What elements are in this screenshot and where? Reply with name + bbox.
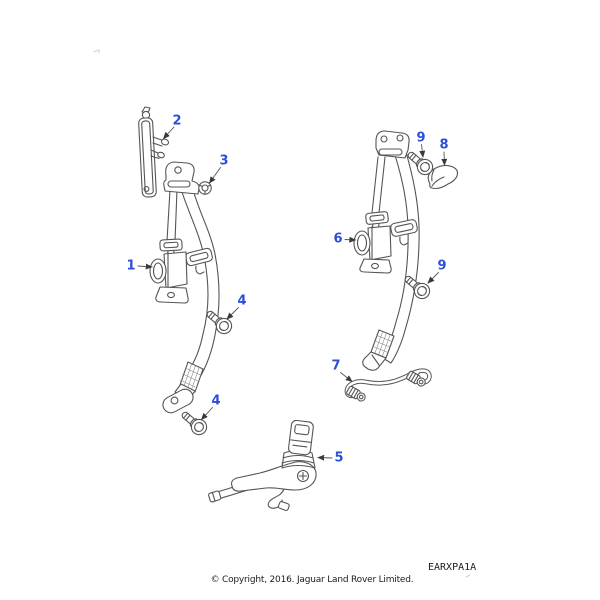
leader-line-2	[162, 126, 175, 140]
part-nut	[198, 181, 212, 195]
belt-webbing-right	[380, 151, 420, 364]
leader-line-9-upper	[419, 144, 426, 158]
part-retractor-right	[353, 225, 392, 274]
belt-strand-left	[166, 189, 178, 259]
callout-9-bolt-lower-right: 9	[437, 258, 447, 274]
callout-2-height-adjuster: 2	[172, 113, 182, 129]
belt-tip-right	[362, 351, 387, 371]
callout-4-bolt-upper-left: 4	[237, 293, 247, 309]
scan-artifact-bottomright	[465, 574, 471, 578]
copyright-text: © Copyright, 2016. Jaguar Land Rover Lim…	[210, 575, 414, 585]
leader-line-5	[317, 454, 333, 461]
leader-line-7	[340, 372, 353, 382]
callout-7-cable: 7	[331, 358, 341, 374]
buckle-screw	[296, 469, 310, 483]
sliding-loop-left	[185, 247, 213, 275]
callout-1-retractor-left: 1	[126, 258, 136, 274]
callout-8-cover: 8	[439, 137, 449, 153]
callout-3-nut: 3	[219, 153, 229, 169]
belt-tip-fold-line	[371, 354, 380, 366]
buckle-head	[288, 419, 314, 456]
belt-stitch-left	[179, 361, 204, 393]
scan-artifact-topleft	[93, 49, 100, 54]
drawing-code: EARXPA1A	[428, 562, 477, 573]
part-bolt-cover	[427, 164, 459, 190]
callout-9-bolt-upper-right: 9	[416, 130, 426, 146]
leader-line-8	[441, 151, 448, 166]
cable-end-fitting-left	[346, 385, 366, 402]
leader-line-9-lower	[427, 272, 439, 284]
shoulder-anchor-right	[375, 130, 410, 159]
leader-line-4-lower	[200, 407, 213, 421]
shoulder-anchor-left	[163, 161, 200, 195]
part-bolt-lower-left	[177, 407, 211, 439]
part-height-adjuster-rail	[138, 106, 170, 198]
callout-6-retractor-right: 6	[333, 231, 343, 247]
leader-line-3	[209, 167, 221, 184]
cable-end-fitting-right	[406, 370, 426, 387]
buckle-body	[231, 461, 317, 492]
belt-anchor-plate-left	[162, 383, 196, 414]
part-buckle-pretensioner	[208, 419, 317, 512]
callout-4-bolt-lower-left: 4	[211, 393, 221, 409]
leader-lines	[137, 126, 448, 461]
sliding-loop-right	[390, 219, 418, 246]
leader-line-1	[137, 263, 153, 270]
belt-strand-right	[371, 156, 386, 231]
part-seat-belt-right	[353, 130, 459, 371]
belt-guide-right	[365, 211, 389, 225]
leader-line-4-upper	[226, 307, 239, 320]
part-cable-link	[344, 368, 432, 402]
belt-guide-left	[159, 238, 183, 252]
leader-line-6	[344, 236, 357, 243]
part-retractor-left	[149, 251, 189, 304]
callout-5-buckle: 5	[334, 450, 344, 466]
part-seat-belt-left	[138, 106, 236, 439]
buckle-wire	[267, 488, 290, 512]
